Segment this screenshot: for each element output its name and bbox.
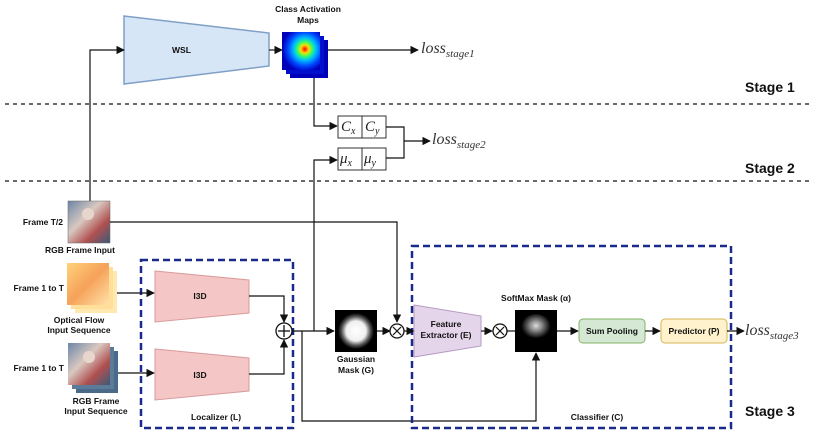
rgb-sequence-image [68,343,110,385]
frame-1-to-t-rgb-label: Frame 1 to T [13,363,64,373]
wsl-block [123,15,270,85]
cam-title-line2: Maps [297,15,319,25]
i3d-bottom-to-sum-arrow [249,339,289,375]
sum-pooling-label: Sum Pooling [586,326,638,336]
cy-symbol: Cy [365,119,380,137]
i3d-top-label: I3D [193,291,206,301]
frame-to-multiply-arrow [110,221,402,323]
sum-to-mu-arrow [313,155,338,331]
frame-t2-image [67,200,111,244]
frame-1-to-t-flow-label: Frame 1 to T [13,283,64,293]
i3d-bottom-label: I3D [193,370,206,380]
class-activation-map-image [282,32,320,70]
frame-t2-label: Frame T/2 [23,217,63,227]
centroid-merge-bracket [386,126,405,159]
softmax-label: SoftMax Mask (α) [501,293,571,303]
rgb-frame-input-label: RGB Frame Input [45,245,115,255]
feature-label-line2: Extractor (E) [420,330,471,340]
i3d-top-to-sum-arrow [249,295,289,323]
optical-flow-image [67,263,109,305]
predictor-label: Predictor (P) [668,326,719,336]
rgb-seq-label-line1: RGB Frame [73,396,120,406]
cx-symbol: Cx [341,119,356,137]
wsl-label: WSL [172,45,191,55]
loss-stage3: lossstage3 [745,322,799,342]
sum-to-softmax-arrow [301,331,541,422]
stage-2-label: Stage 2 [745,160,795,176]
classifier-box [410,244,733,430]
multiply-2-b [495,326,505,336]
rgb-seq-label-line2: Input Sequence [64,406,128,416]
frame-t2-face [82,208,94,220]
cam-title-line1: Class Activation [275,4,341,14]
feature-extractor-block [413,304,482,358]
i3d-top-block [154,270,250,323]
gaussian-blob [338,313,374,349]
loss-stage1: lossstage1 [421,40,475,60]
stage-1-label: Stage 1 [745,79,795,95]
frame-to-wsl-arrow [89,45,125,201]
optical-flow-label-line1: Optical Flow [54,315,105,325]
cam-to-centroid-arrow [313,78,338,131]
localizer-label: Localizer (L) [191,412,241,422]
multiply-1-b [392,326,402,336]
feature-label-line1: Feature [431,319,462,329]
mux-symbol: μx [339,151,353,169]
softmax-blob [521,314,551,340]
classifier-label: Classifier (C) [571,412,624,422]
rgb-seq-face [83,351,95,363]
optical-flow-label-line2: Input Sequence [47,325,111,335]
gaussian-label-line2: Mask (G) [338,365,374,375]
loss-stage2: lossstage2 [432,131,486,151]
stage-3-label: Stage 3 [745,403,795,419]
gaussian-label-line1: Gaussian [337,354,375,364]
localizer-box [139,258,295,430]
muy-symbol: μy [363,151,377,169]
muy-box [361,147,387,171]
i3d-bottom-block [154,348,250,401]
